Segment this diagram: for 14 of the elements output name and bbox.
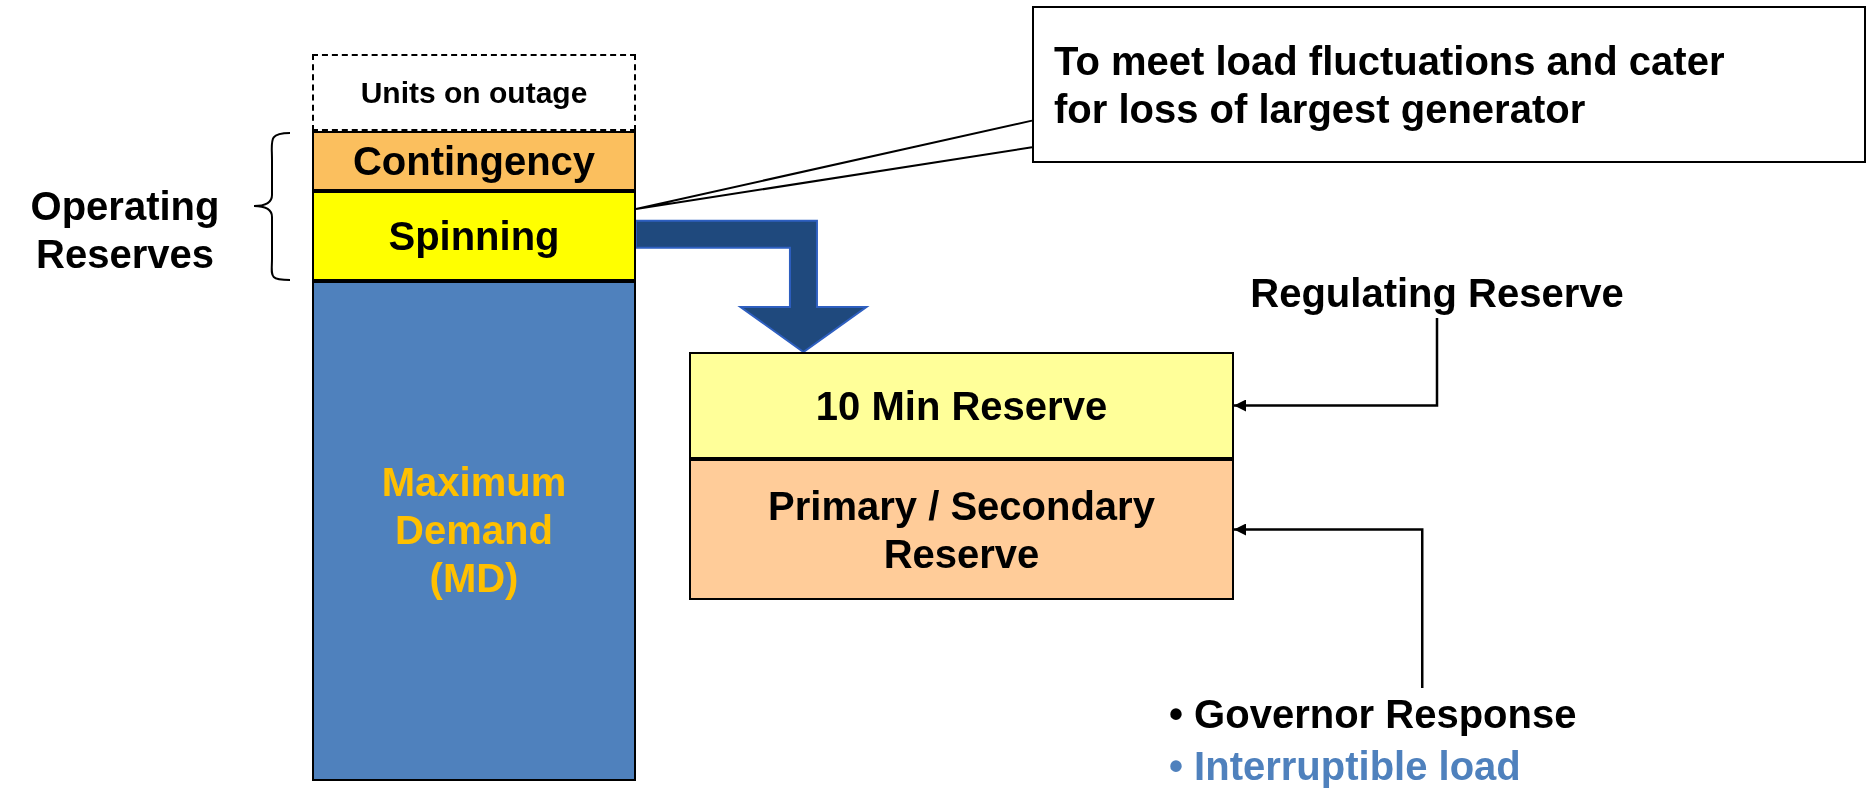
block-arrow (635, 219, 870, 354)
arrow (1234, 523, 1424, 688)
arrow (1234, 318, 1439, 412)
text-label: Regulating Reserve (1206, 268, 1668, 318)
reserve-block: Primary / Secondary Reserve (689, 459, 1234, 600)
stacked-bar-segment: Spinning (312, 191, 636, 281)
group-label: Operating Reserves (6, 178, 244, 282)
stacked-bar-segment: Contingency (312, 131, 636, 191)
callout-box: To meet load fluctuations and cater for loss of largest generator (1032, 6, 1866, 163)
bullet-item: • Interruptible load (1169, 743, 1521, 790)
stacked-bar-segment: Maximum Demand (MD) (312, 281, 636, 781)
bullet-item: • Governor Response (1169, 691, 1577, 738)
reserve-block: 10 Min Reserve (689, 352, 1234, 459)
callout-pointer (635, 119, 1033, 210)
